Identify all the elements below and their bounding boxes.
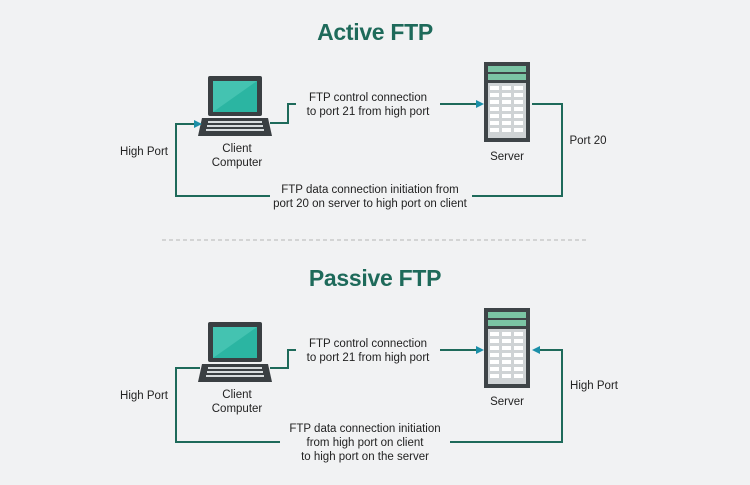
server-slots	[490, 332, 523, 378]
passive-client-label-line1: Client	[222, 389, 252, 401]
passive-server-icon	[484, 308, 530, 388]
passive-client-label-line2: Computer	[211, 403, 263, 415]
active-section	[175, 62, 563, 197]
passive-control-text-line1: FTP control connection	[308, 338, 428, 350]
active-client-laptop-icon	[198, 76, 272, 136]
passive-left-port-label: High Port	[120, 390, 168, 402]
active-server-icon	[484, 62, 530, 142]
active-data-text-line1: FTP data connection initiation from	[281, 184, 459, 196]
active-control-text-line1: FTP control connection	[308, 92, 428, 104]
active-client-label: Client Computer	[205, 142, 269, 170]
passive-data-connection-text: FTP data connection initiation from high…	[280, 422, 450, 464]
active-right-port-label: Port 20	[569, 135, 607, 147]
passive-data-text-line3: to high port on the server	[301, 451, 429, 463]
active-control-text-line2: to port 21 from high port	[306, 106, 430, 118]
active-ftp-title: Active FTP	[317, 19, 433, 45]
passive-client-laptop-icon	[198, 322, 272, 382]
passive-data-connection-line-right	[450, 346, 563, 443]
server-slots	[490, 86, 523, 132]
passive-control-text-line2: to port 21 from high port	[306, 352, 430, 364]
passive-data-text-line2: from high port on client	[306, 437, 424, 449]
passive-control-connection-text: FTP control connection to port 21 from h…	[296, 337, 440, 365]
active-data-connection-line-left	[175, 120, 270, 197]
passive-section	[175, 308, 563, 443]
active-data-text-line2: port 20 on server to high port on client	[273, 198, 467, 210]
active-data-connection-line	[472, 103, 563, 197]
passive-data-connection-line-left	[175, 367, 280, 443]
active-left-port-label: High Port	[120, 146, 168, 158]
passive-right-port-label: High Port	[570, 380, 618, 392]
active-client-label-line1: Client	[222, 143, 252, 155]
passive-data-text-line1: FTP data connection initiation	[289, 423, 441, 435]
active-server-label: Server	[490, 151, 524, 163]
passive-ftp-title: Passive FTP	[308, 265, 442, 291]
passive-client-label: Client Computer	[205, 388, 269, 416]
passive-server-label: Server	[490, 396, 524, 408]
active-client-label-line2: Computer	[211, 157, 263, 169]
active-control-connection-text: FTP control connection to port 21 from h…	[296, 91, 440, 119]
active-data-connection-text: FTP data connection initiation from port…	[270, 183, 470, 211]
